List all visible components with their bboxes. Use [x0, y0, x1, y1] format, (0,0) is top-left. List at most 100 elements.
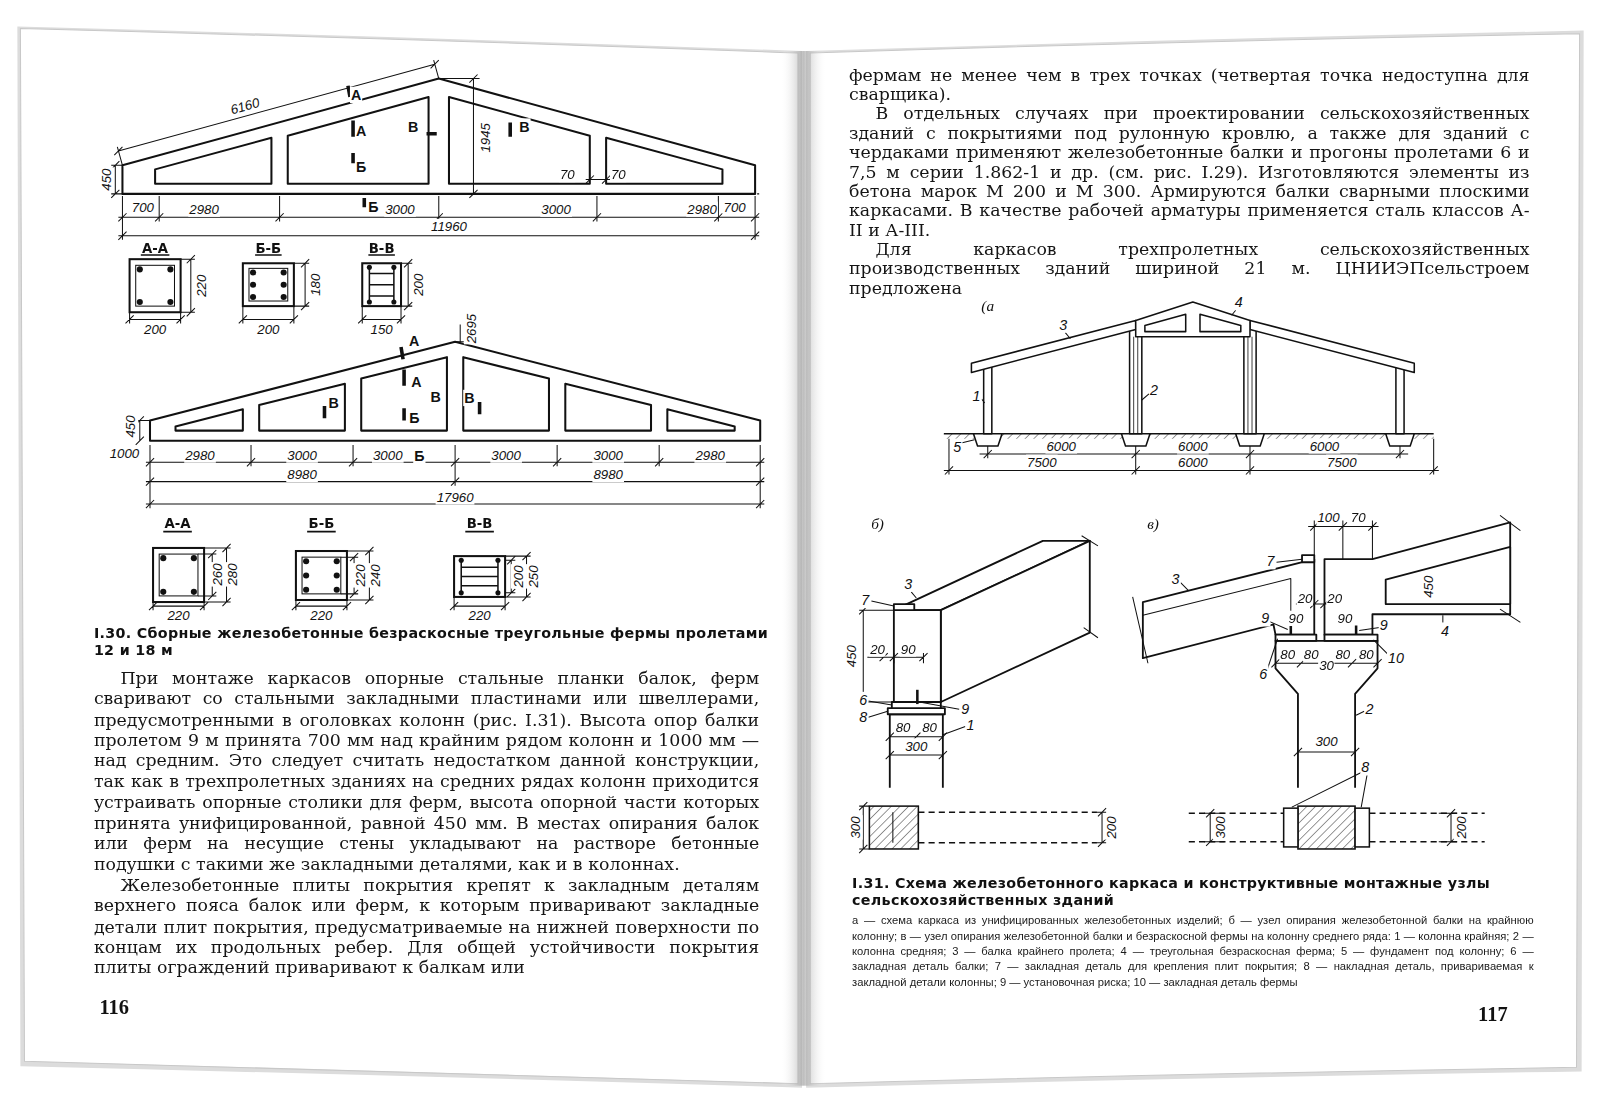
middle-column-joint — [1324, 522, 1510, 634]
truss-18m — [150, 342, 760, 441]
edge-column-joint — [888, 536, 1098, 788]
callout-number: 1 — [972, 388, 982, 404]
section-title: Б-Б — [255, 240, 281, 255]
rebar-dot — [303, 572, 309, 578]
rebar-dot — [250, 282, 256, 288]
rebar-dot — [334, 587, 340, 593]
cross-section — [130, 259, 181, 312]
frame-scheme — [1236, 434, 1265, 446]
frame-scheme — [1386, 434, 1415, 446]
rebar-dot — [391, 299, 396, 304]
leader-line — [868, 592, 965, 735]
dimension-label: 220 — [193, 274, 208, 298]
dimension-label: 80 — [1303, 646, 1320, 661]
callout-number: 9 — [1379, 616, 1389, 632]
body-text: При монтаже каркасов опорные стальные пл… — [94, 667, 759, 874]
callout-number: 3 — [903, 576, 913, 592]
dimension-label: 200 — [1454, 815, 1469, 839]
edge-column-joint — [1082, 536, 1098, 638]
truss-12m — [155, 138, 271, 184]
cross-section — [243, 263, 294, 306]
callout-number: 3 — [1058, 316, 1068, 332]
callout-number: 7 — [1265, 553, 1275, 569]
dimension-label: 6000 — [1045, 438, 1077, 453]
dimension-label: 70 — [610, 167, 627, 182]
frame-scheme — [1145, 314, 1186, 331]
leader-line — [1181, 559, 1443, 807]
section-cut-mark — [348, 86, 510, 207]
callout-number: 6 — [858, 692, 868, 708]
dimension-line — [122, 196, 755, 240]
dimension-label: 450 — [843, 644, 858, 668]
frame-scheme — [971, 320, 1135, 372]
edge-column-joint — [894, 610, 941, 702]
truss-18m — [176, 409, 243, 430]
section-mark: В — [430, 389, 442, 405]
dimension-line — [126, 255, 413, 323]
body-text: В отдельных случаях при проектировании с… — [849, 104, 1530, 240]
dimension-label: 250 — [526, 564, 541, 588]
dimension-label: 220 — [353, 563, 368, 587]
cross-section — [296, 551, 347, 600]
dimension-line — [150, 445, 760, 508]
dimension-line — [949, 439, 1434, 475]
cross-section — [461, 560, 498, 593]
dimension-label: 300 — [1314, 734, 1338, 749]
middle-column-plan — [1355, 808, 1369, 847]
dimension-label: 30 — [1318, 658, 1335, 673]
dimension-label: 200 — [1104, 815, 1119, 839]
edge-column-plan — [869, 806, 918, 849]
callout-number: 6 — [1258, 665, 1268, 681]
middle-column-joint — [1133, 515, 1521, 787]
rebar-dot — [137, 265, 397, 305]
dimension-line — [136, 324, 765, 508]
frame-scheme — [973, 434, 1002, 446]
section-mark: Б — [408, 410, 420, 426]
dimension-label: 80 — [1358, 646, 1375, 661]
dimension-label: 220 — [467, 608, 491, 623]
rebar-dot — [250, 269, 256, 275]
frame-scheme — [984, 365, 992, 433]
dimension-label: 2980 — [188, 202, 220, 217]
dimension-line — [111, 60, 759, 240]
section-mark: В — [407, 118, 419, 134]
section-title: В-В — [369, 240, 395, 255]
dimension-label: 150 — [370, 322, 394, 337]
dimension-line — [146, 478, 764, 486]
dimension-label: 700 — [131, 199, 155, 214]
leader-line — [1181, 559, 1443, 807]
rebar-dot — [160, 555, 166, 561]
figure-letter: (а — [981, 297, 994, 314]
dimension-label: 80 — [1279, 646, 1296, 661]
truss-12m — [606, 138, 722, 184]
middle-column-plan — [1284, 808, 1298, 847]
dimension-label: 200 — [143, 322, 167, 337]
callout-number: 4 — [1440, 622, 1450, 638]
dimension-label: 100 — [1316, 510, 1340, 525]
dimension-label: 17960 — [436, 489, 475, 504]
dimension-line — [586, 176, 610, 184]
cross-section — [362, 263, 401, 306]
section-mark: В — [327, 395, 339, 411]
dimension-label: 90 — [1336, 611, 1353, 626]
section-mark: Б — [355, 159, 367, 175]
dimension-line — [944, 439, 1439, 475]
rebar-dot — [250, 294, 256, 300]
middle-column-joint — [1276, 635, 1317, 641]
rebar-dot — [495, 558, 500, 563]
dimension-label: 2980 — [686, 202, 718, 217]
leader-line — [962, 310, 1235, 443]
callout-number: 8 — [858, 709, 868, 725]
body-text: Железобетонные плиты покрытия крепят к з… — [94, 874, 759, 978]
frame-scheme — [1200, 314, 1241, 331]
rebar-dot — [334, 558, 340, 564]
dimension-label: 90 — [1288, 611, 1305, 626]
frame-scheme — [1130, 329, 1142, 434]
cross-section — [153, 548, 204, 602]
dimension-label: 3000 — [592, 447, 624, 462]
book-page — [806, 31, 1584, 1088]
section-mark: А — [408, 333, 420, 349]
truss-12m — [122, 79, 755, 194]
dimension-label: 3000 — [372, 447, 404, 462]
